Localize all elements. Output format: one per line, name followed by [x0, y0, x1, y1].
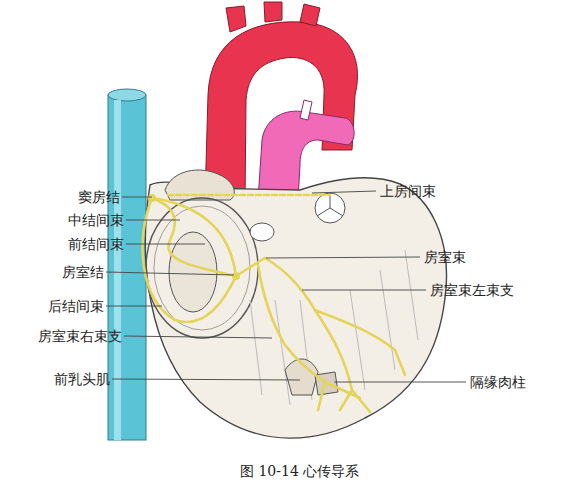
leader-line: [112, 379, 300, 380]
leader-line: [122, 197, 152, 198]
leader-line: [126, 220, 180, 221]
part-label: 房室束左束支: [430, 281, 514, 299]
leader-line: [266, 257, 420, 258]
vena-cava-highlight: [114, 100, 121, 440]
aortic-branches: [226, 2, 320, 32]
sinoatrial-node: [148, 194, 156, 202]
part-label: 房室束: [424, 248, 466, 266]
part-label: 前结间束: [68, 235, 124, 253]
part-label: 隔缘肉柱: [470, 373, 526, 391]
atrioventricular-node: [232, 272, 240, 280]
aorta: [205, 22, 358, 200]
heart-outline: [145, 178, 446, 438]
part-label: 中结间束: [68, 211, 124, 229]
posterior-internodal: [143, 198, 236, 322]
figure-caption: 图 10-14 心传导系: [240, 462, 359, 480]
part-label: 房室束右束支: [38, 327, 122, 345]
anterior-internodal: [152, 198, 236, 276]
leader-line: [126, 244, 205, 245]
part-label: 房室结: [62, 263, 104, 281]
leader-lines: [106, 191, 466, 382]
leader-line: [124, 336, 272, 338]
right-bundle-branch: [258, 265, 360, 410]
valve: [315, 193, 345, 223]
ligament: [300, 100, 312, 120]
part-label: 窦房结: [78, 188, 120, 206]
valve: [250, 223, 274, 241]
part-label: 后结间束: [48, 297, 104, 315]
vena-cava-opening: [108, 89, 146, 101]
left-bundle-branch: [265, 258, 405, 412]
valve-cusps: [317, 193, 343, 216]
vena-cava: [108, 95, 146, 440]
leader-line: [106, 306, 162, 307]
middle-internodal: [152, 198, 236, 276]
leader-line: [106, 272, 234, 275]
leader-line: [312, 191, 376, 193]
part-label: 前乳头肌: [54, 370, 110, 388]
part-label: 上房间束: [380, 182, 436, 200]
bachmann-bundle: [168, 194, 330, 197]
leader-line: [334, 382, 466, 383]
leader-line: [302, 290, 426, 291]
